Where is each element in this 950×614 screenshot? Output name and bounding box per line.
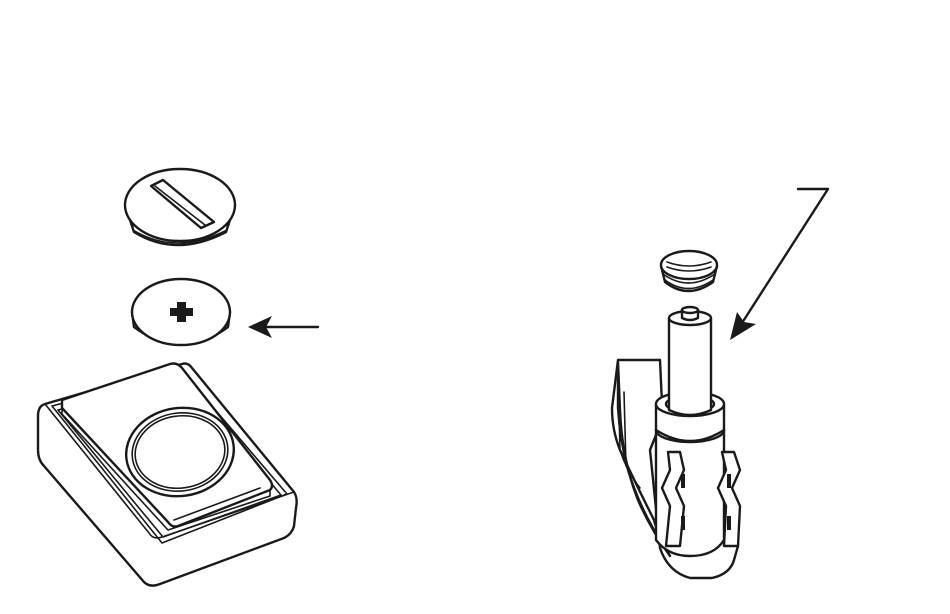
transmitter-housing [38, 364, 297, 586]
arrow-diagonal-icon [730, 189, 828, 340]
left-screw-cap [125, 169, 235, 245]
left-panel [38, 169, 318, 586]
right-panel [612, 189, 828, 578]
coin-cell-battery [132, 279, 230, 345]
right-screw-cap [661, 251, 717, 291]
arrow-left-icon [248, 316, 318, 338]
clip-body [656, 392, 740, 556]
cylindrical-battery [669, 307, 711, 415]
